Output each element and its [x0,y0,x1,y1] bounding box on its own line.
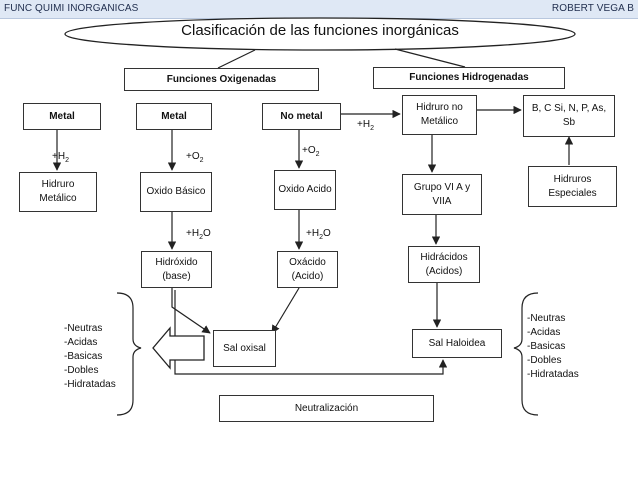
list-right-item: -Neutras [527,313,566,324]
node-oxido-basico: Oxido Básico [140,172,212,212]
list-left-item: -Neutras [64,323,103,334]
hollow-arrow-left [152,326,205,370]
brace-left [116,292,142,416]
title-ellipse [64,17,576,51]
node-hidracidos: Hidrácidos (Acidos) [408,246,480,283]
node-hidruro-metalico: Hidruro Metálico [19,172,97,212]
list-left-item: -Hidratadas [64,379,116,390]
label-h2-left: +H2 [52,151,69,164]
list-right-item: -Basicas [527,341,566,352]
connector-title-oxigenadas [217,49,256,69]
node-grupo-via: Grupo VI A y VIIA [402,174,482,215]
node-hidroxido: Hidróxido (base) [141,251,212,288]
node-bcsi-elements: B, C Si, N, P, As, Sb [523,95,615,137]
section-hidrogenadas: Funciones Hidrogenadas [373,67,565,89]
page-title: Clasificación de las funciones inorgánic… [181,22,459,39]
list-left: -Neutras -Acidas -Basicas -Dobles -Hidra… [64,322,116,392]
label-o2-right: +O2 [302,145,320,158]
header-right-label: ROBERT VEGA B [551,3,634,14]
node-hidruros-especiales: Hidruros Especiales [528,166,617,207]
label-h2-mid: +H2 [357,119,374,132]
node-hidruro-no-metalico: Hidruro no Metálico [402,95,477,135]
connector-title-hidrogenadas [394,48,466,68]
list-right: -Neutras -Acidas -Basicas -Dobles -Hidra… [527,312,579,382]
node-metal-mid: Metal [136,103,212,130]
list-left-item: -Dobles [64,365,99,376]
node-oxacido: Oxácido (Acido) [277,251,338,288]
list-right-item: -Hidratadas [527,369,579,380]
node-neutralizacion: Neutralización [219,395,434,422]
arrow-hidroxido-to-sal-oxisal [171,288,211,334]
node-metal-left: Metal [23,103,101,130]
arrow-hidroxido-to-sal-haloidea [174,290,448,375]
header-left-label: FUNC QUIMI INORGANICAS [4,3,139,14]
node-no-metal: No metal [262,103,341,130]
label-h2o-right: +H2O [306,228,331,241]
label-h2o-mid: +H2O [186,228,211,241]
node-sal-haloidea: Sal Haloidea [412,329,502,358]
list-left-item: -Acidas [64,337,98,348]
list-right-item: -Acidas [527,327,561,338]
node-oxido-acido: Oxido Acido [274,170,336,210]
list-left-item: -Basicas [64,351,103,362]
brace-right [513,292,539,416]
list-right-item: -Dobles [527,355,562,366]
label-o2-mid: +O2 [186,151,204,164]
section-oxigenadas: Funciones Oxigenadas [124,68,319,91]
node-sal-oxisal: Sal oxisal [213,330,276,367]
arrow-oxacido-to-sal-oxisal [271,287,300,334]
